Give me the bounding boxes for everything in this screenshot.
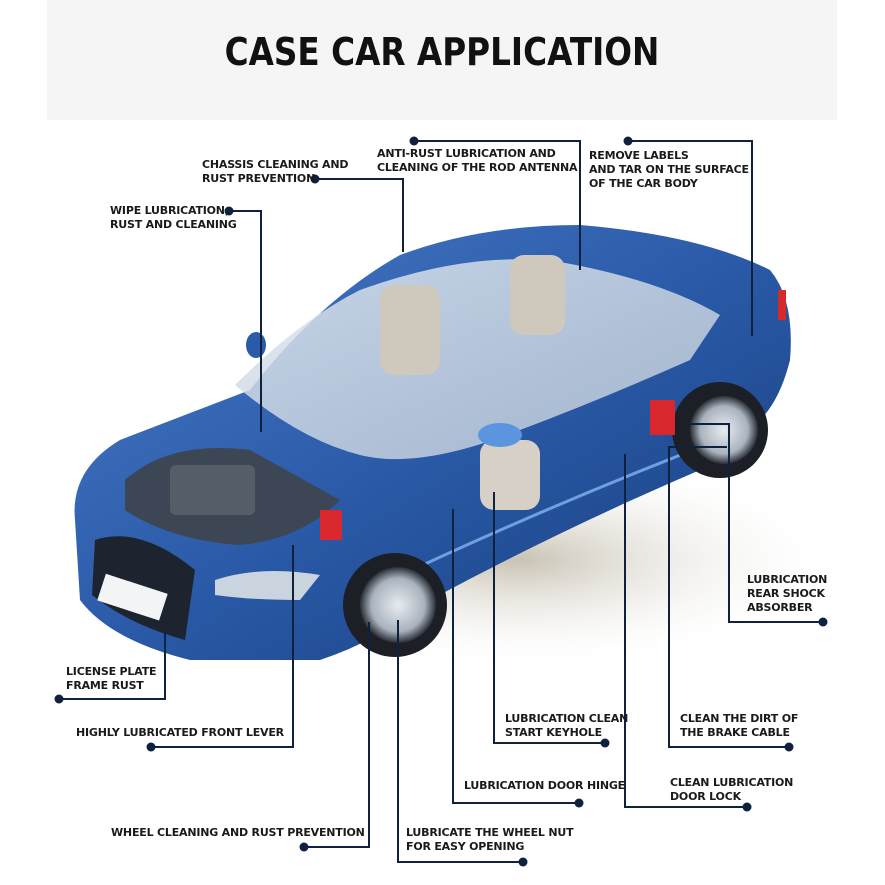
front-spring bbox=[320, 510, 342, 540]
callout-wipe: WIPE LUBRICATION, RUST AND CLEANING bbox=[110, 204, 237, 231]
callout-antenna: ANTI-RUST LUBRICATION AND CLEANING OF TH… bbox=[377, 147, 578, 174]
driver-seat bbox=[480, 440, 540, 510]
callout-chassis: CHASSIS CLEANING AND RUST PREVENTION bbox=[202, 158, 349, 185]
rear-spring bbox=[650, 400, 675, 435]
callout-rear-shock: LUBRICATION REAR SHOCK ABSORBER bbox=[747, 573, 828, 614]
rear-rim bbox=[690, 396, 758, 464]
front-rim bbox=[360, 567, 436, 643]
car-windows bbox=[235, 259, 720, 460]
side-mirror-left bbox=[246, 332, 266, 358]
callout-hinge: LUBRICATION DOOR HINGE bbox=[464, 779, 625, 792]
header-banner: CASE CAR APPLICATION bbox=[47, 0, 837, 120]
license-plate bbox=[97, 573, 168, 621]
rear-seat bbox=[510, 255, 565, 335]
front-seat bbox=[380, 285, 440, 375]
callout-wheel: WHEEL CLEANING AND RUST PREVENTION bbox=[111, 826, 365, 839]
engine-cover bbox=[170, 465, 255, 515]
callout-door-lock: CLEAN LUBRICATION DOOR LOCK bbox=[670, 776, 794, 803]
callout-brake: CLEAN THE DIRT OF THE BRAKE CABLE bbox=[680, 712, 799, 739]
side-mirror-right bbox=[478, 423, 522, 447]
callout-labels: REMOVE LABELS AND TAR ON THE SURFACE OF … bbox=[589, 149, 749, 190]
callout-keyhole: LUBRICATION CLEAN START KEYHOLE bbox=[505, 712, 629, 739]
taillight bbox=[778, 290, 786, 320]
callout-front-lever: HIGHLY LUBRICATED FRONT LEVER bbox=[76, 726, 284, 739]
callout-license: LICENSE PLATE FRAME RUST bbox=[66, 665, 157, 692]
page-title: CASE CAR APPLICATION bbox=[224, 30, 660, 74]
callout-wheel-nut: LUBRICATE THE WHEEL NUT FOR EASY OPENING bbox=[406, 826, 574, 853]
